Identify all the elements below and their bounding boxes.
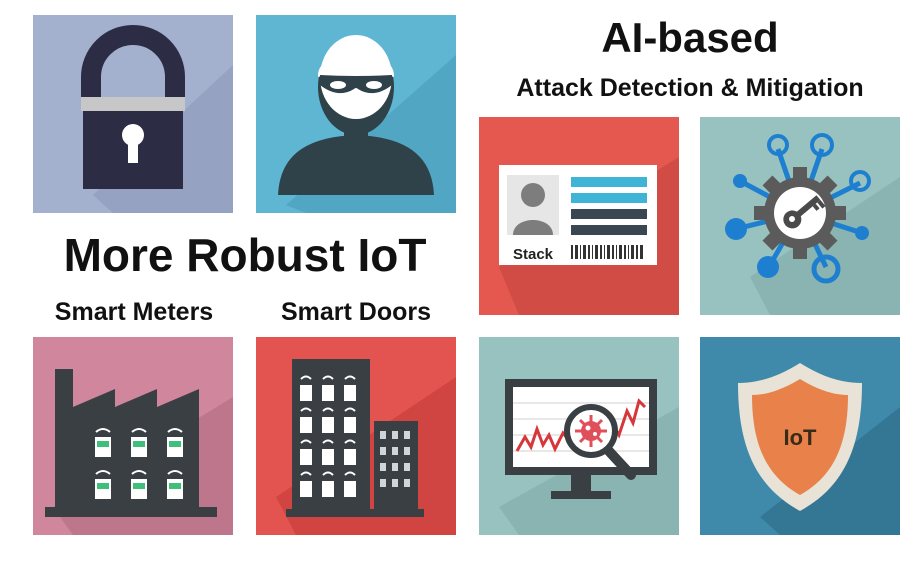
network-key-tile (700, 117, 900, 315)
masked-hacker-icon (278, 35, 456, 213)
padlock-tile (33, 15, 233, 213)
padlock-icon (81, 25, 233, 213)
smart-meters-label: Smart Meters (54, 298, 214, 326)
iot-shield-icon: IoT (738, 363, 900, 535)
ai-based-heading: AI-based (601, 14, 779, 61)
factory-tile (33, 337, 233, 535)
id-card-name: Stack (513, 246, 554, 263)
smart-doors-label: Smart Doors (280, 298, 432, 326)
attack-detection-heading: Attack Detection & Mitigation (516, 74, 864, 102)
network-key-gear-icon (725, 133, 900, 315)
id-card-icon: Stack (499, 157, 679, 315)
hacker-tile (256, 15, 456, 213)
attack-monitor-tile (479, 337, 679, 535)
monitor-virus-magnifier-icon (499, 379, 679, 535)
shield-iot-text: IoT (784, 425, 818, 450)
more-robust-iot-heading: More Robust IoT (63, 229, 427, 281)
smart-doors-tile (256, 337, 456, 535)
id-card-tile: Stack (479, 117, 679, 315)
iot-shield-tile: IoT (700, 337, 900, 535)
factory-smart-meters-icon (45, 369, 233, 535)
building-smart-doors-icon (276, 359, 456, 535)
